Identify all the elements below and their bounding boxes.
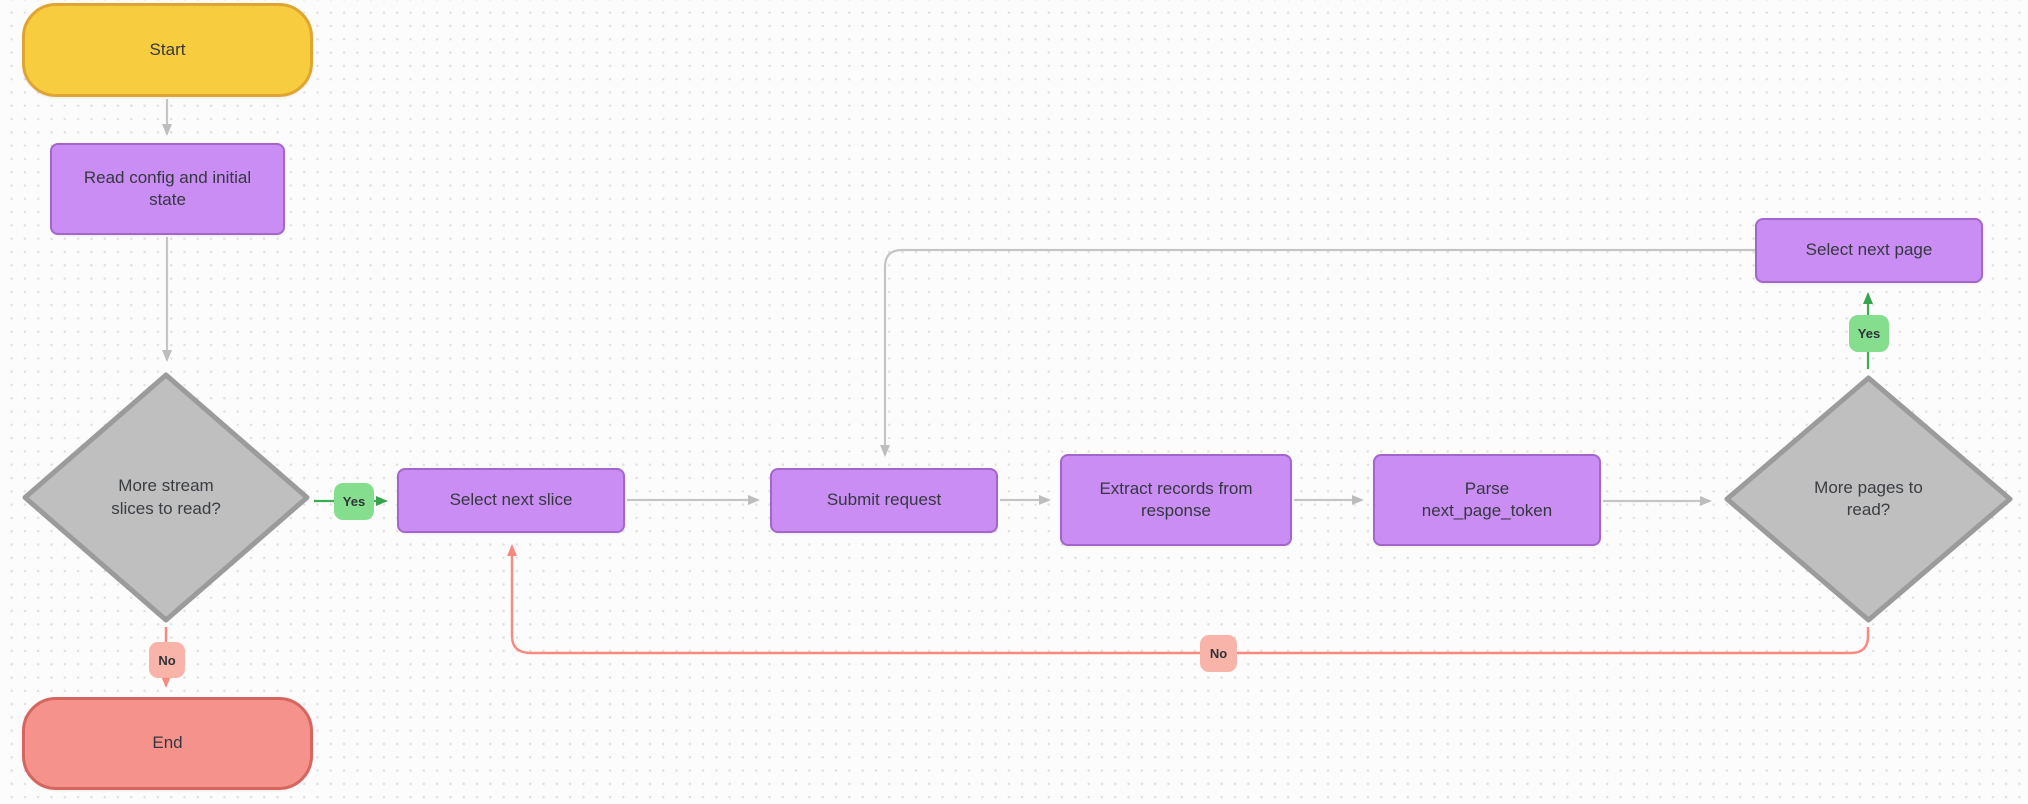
node-more-slices-label: More stream slices to read?: [111, 476, 221, 518]
node-submit-request-label: Submit request: [826, 490, 942, 510]
node-select-next-slice-label: Select next slice: [449, 490, 573, 510]
node-select-next-slice[interactable]: Select next slice: [397, 468, 625, 533]
node-read-config-label: Read config and initial state: [83, 167, 252, 209]
diamond-icon: [22, 372, 310, 623]
node-extract-records[interactable]: Extract records from response: [1060, 454, 1292, 546]
node-select-next-page[interactable]: Select next page: [1755, 218, 1983, 283]
edge-select-next-page-to-submit-request[interactable]: [880, 248, 1755, 457]
node-extract-records-label: Extract records from response: [1099, 478, 1253, 520]
node-select-next-page-label: Select next page: [1805, 240, 1933, 260]
node-more-pages-label: More pages to read?: [1814, 477, 1923, 519]
node-start[interactable]: Start: [22, 3, 313, 97]
node-more-pages-decision[interactable]: More pages to read?: [1722, 373, 2015, 625]
edge-label-yes-slices[interactable]: Yes: [334, 483, 374, 520]
node-end-label: End: [152, 733, 183, 753]
edge-label-no-slices[interactable]: No: [149, 642, 185, 678]
node-read-config[interactable]: Read config and initial state: [50, 143, 285, 235]
node-end[interactable]: End: [22, 697, 313, 790]
edge-label-yes-pages[interactable]: Yes: [1849, 315, 1889, 352]
edge-label-no-pages[interactable]: No: [1200, 635, 1237, 672]
node-parse-next-page-token-label: Parse next_page_token: [1421, 478, 1553, 520]
diamond-icon: [1724, 375, 2013, 623]
node-submit-request[interactable]: Submit request: [770, 468, 998, 533]
node-more-slices-decision[interactable]: More stream slices to read?: [20, 370, 312, 625]
node-start-label: Start: [149, 39, 186, 59]
node-parse-next-page-token[interactable]: Parse next_page_token: [1373, 454, 1601, 546]
edge-more-pages-no-to-select-next-slice[interactable]: [507, 544, 1870, 655]
